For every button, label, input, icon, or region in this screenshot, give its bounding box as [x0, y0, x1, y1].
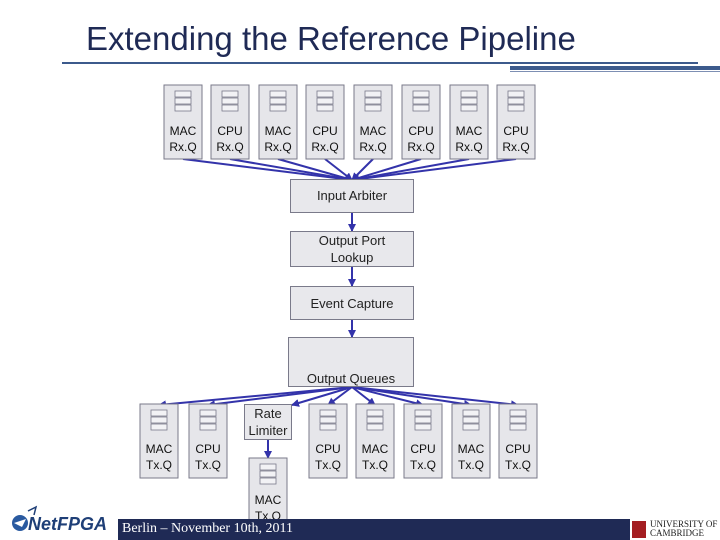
tx-wire-7	[351, 386, 519, 409]
input-arbiter-label: Input Arbiter	[316, 188, 388, 203]
wire-layer	[158, 158, 519, 459]
rx-queue-7	[496, 84, 536, 160]
tx-queue-label-4: MAC	[361, 442, 389, 456]
tx-queue-sublabel-3: Tx.Q	[315, 458, 341, 472]
tx-queue-label-3: CPU	[315, 442, 341, 456]
rx-queue-label-2: MAC	[264, 124, 292, 138]
rx-queue-label-7: CPU	[503, 124, 529, 138]
title-rule-accent-thin	[510, 71, 720, 72]
rx-wire-7	[351, 158, 517, 184]
title-rule-accent	[510, 66, 720, 70]
tx-queue-6	[451, 403, 491, 479]
tx-wire-4	[351, 386, 376, 406]
cambridge-logo	[630, 519, 720, 540]
tx-wire-0	[158, 386, 353, 409]
rx-queue-sublabel-4: Rx.Q	[359, 140, 387, 154]
rx-queue-6	[449, 84, 489, 160]
event-capture-label: Event Capture	[310, 296, 394, 311]
cambridge-line2: CAMBRIDGE	[650, 528, 705, 538]
tx-queue-label-7: CPU	[505, 442, 531, 456]
rate-limiter-box	[244, 404, 292, 440]
output-queues-label: Output Queues	[306, 371, 396, 386]
tx-queue-sublabel-0: Tx.Q	[146, 458, 172, 472]
rx-queue-sublabel-0: Rx.Q	[169, 140, 197, 154]
rx-queue-2	[258, 84, 298, 160]
tx-queue-7	[498, 403, 538, 479]
rate-limiter-label-line1: Rate	[254, 406, 282, 421]
rx-queue-1	[210, 84, 250, 160]
title-rule	[62, 62, 698, 64]
output-port-lookup-label-line1: Output Port	[318, 233, 386, 248]
tx-queue-label-2: MAC	[254, 493, 282, 507]
tx-queue-label-6: MAC	[457, 442, 485, 456]
tx-queue-3	[308, 403, 348, 479]
tx-wire-3	[327, 386, 353, 406]
cambridge-line1: UNIVERSITY OF	[650, 519, 718, 529]
rx-queue-sublabel-7: Rx.Q	[502, 140, 530, 154]
rx-wire-3	[324, 158, 353, 181]
rate-limiter-in-wire	[291, 386, 353, 407]
tx-queue-label-1: CPU	[195, 442, 221, 456]
output-port-lookup-box	[290, 231, 414, 267]
rate-limiter-label-line2: Limiter	[248, 423, 288, 438]
tx-queue-label-5: CPU	[410, 442, 436, 456]
rx-queue-sublabel-6: Rx.Q	[455, 140, 483, 154]
event-capture-box	[290, 286, 414, 320]
tx-queue-4	[355, 403, 395, 479]
rx-queue-sublabel-5: Rx.Q	[407, 140, 435, 154]
tx-wire-5	[351, 386, 424, 408]
rx-wire-0	[182, 158, 353, 184]
rx-queue-label-6: MAC	[455, 124, 483, 138]
tx-queue-1	[188, 403, 228, 479]
cambridge-crest-icon	[632, 521, 646, 538]
rx-queue-0	[163, 84, 203, 160]
rx-queue-label-3: CPU	[312, 124, 338, 138]
rx-wire-5	[351, 158, 422, 182]
rx-wire-1	[229, 158, 353, 183]
output-port-lookup-label-line2: Lookup	[330, 250, 374, 265]
input-arbiter-box	[290, 179, 414, 213]
rx-queue-sublabel-2: Rx.Q	[264, 140, 292, 154]
rx-queue-sublabel-1: Rx.Q	[216, 140, 244, 154]
tx-queue-0	[139, 403, 179, 479]
footer-text: Berlin – November 10th, 2011	[122, 521, 293, 536]
rx-queue-5	[401, 84, 441, 160]
footer-bar	[118, 519, 720, 540]
netfpga-logo-icon	[12, 505, 38, 531]
rx-queue-label-1: CPU	[217, 124, 243, 138]
rx-queue-label-5: CPU	[408, 124, 434, 138]
cambridge-logo-text: UNIVERSITY OF CAMBRIDGE	[650, 520, 717, 538]
tx-queue-5	[403, 403, 443, 479]
tx-wire-1	[207, 386, 353, 409]
tx-queue-sublabel-6: Tx.Q	[458, 458, 484, 472]
output-queues-box	[288, 337, 414, 387]
tx-queue-sublabel-1: Tx.Q	[195, 458, 221, 472]
rx-queue-label-4: MAC	[359, 124, 387, 138]
netfpga-logo-text: NetFPGA	[28, 514, 108, 534]
rx-queue-4	[353, 84, 393, 160]
rx-queue-3	[305, 84, 345, 160]
tx-queue-sublabel-4: Tx.Q	[362, 458, 388, 472]
rx-queue-sublabel-3: Rx.Q	[311, 140, 339, 154]
tx-queue-sublabel-5: Tx.Q	[410, 458, 436, 472]
rx-wire-2	[277, 158, 353, 182]
slide-title: Extending the Reference Pipeline	[86, 20, 576, 57]
rx-queue-label-0: MAC	[169, 124, 197, 138]
tx-queue-sublabel-7: Tx.Q	[505, 458, 531, 472]
tx-queue-label-0: MAC	[145, 442, 173, 456]
